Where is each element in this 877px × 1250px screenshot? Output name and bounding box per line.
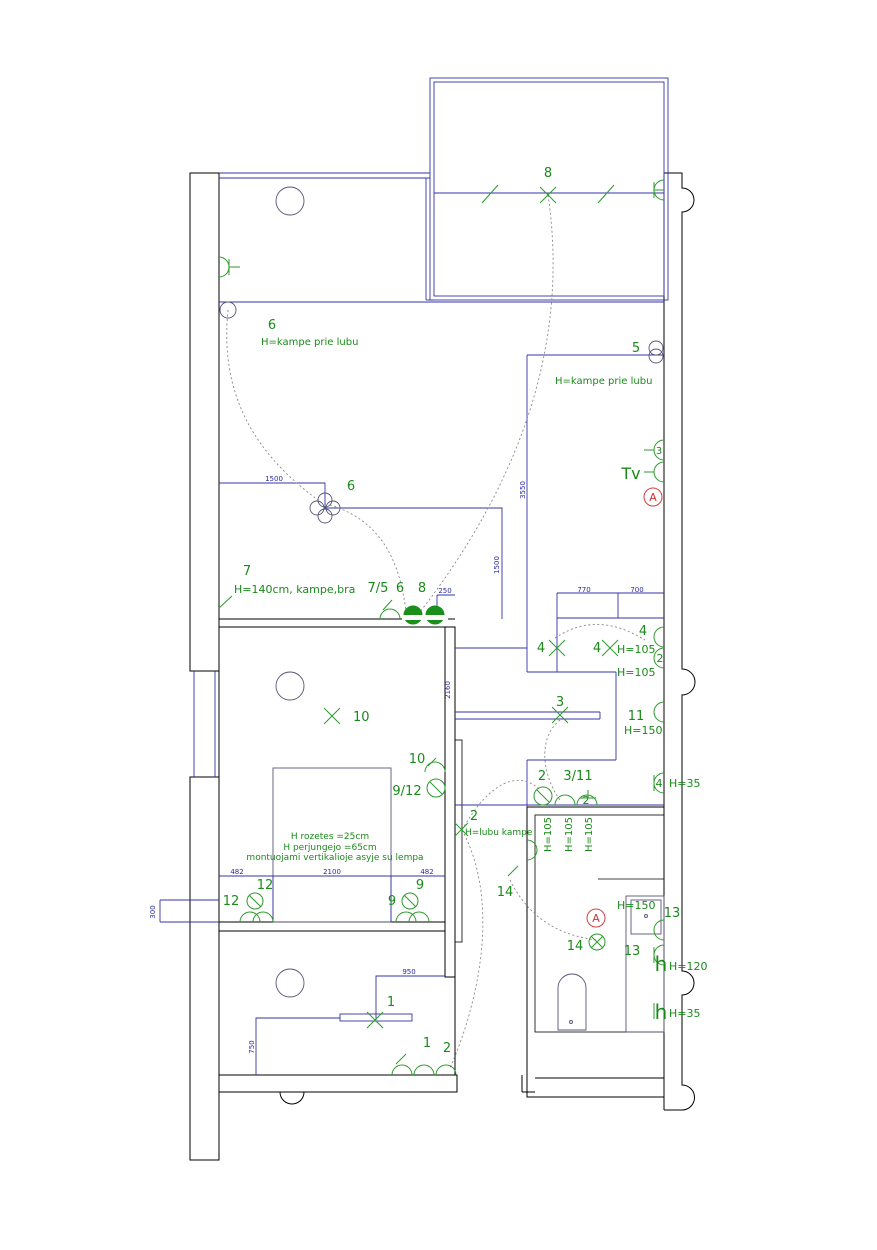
- label-13-b: 13: [624, 944, 641, 959]
- label-4-b: 4: [593, 641, 601, 656]
- label-v105-a: H=105: [543, 817, 554, 852]
- label-h-symbol-1: h: [655, 952, 668, 976]
- label-tv: Tv: [620, 464, 640, 483]
- label-2-e: 2: [443, 1041, 451, 1056]
- label-v105-c: H=105: [584, 817, 595, 852]
- label-4-d: 4: [656, 777, 663, 790]
- label-h150-a: H=150: [624, 724, 662, 737]
- dim-482-a: 482: [230, 868, 243, 876]
- label-7-5: 7/5: [368, 581, 389, 596]
- label-h120: H=120: [669, 960, 707, 973]
- label-5-height: H=kampe prie lubu: [555, 376, 652, 387]
- label-h105-a: H=105: [617, 643, 655, 656]
- labels: 8 6 H=kampe prie lubu 5 H=kampe prie lub…: [223, 166, 708, 1056]
- dim-250: 250: [438, 587, 451, 595]
- wiring: [226, 194, 646, 1069]
- electrical-symbols: [218, 179, 665, 1076]
- label-2-c: 2: [583, 794, 590, 807]
- dim-1500-b: 1500: [493, 556, 501, 574]
- label-14-b: 14: [567, 939, 584, 954]
- dim-2160: 2160: [444, 681, 452, 699]
- note-perjungejo: H perjungejo =65cm: [283, 843, 376, 853]
- label-2-b: 2: [538, 769, 546, 784]
- dimension-labels: 1500 3550 1500 250 770 700 2160 482 2100…: [149, 475, 644, 1054]
- label-3: 3: [556, 695, 564, 710]
- label-1-lamp: 1: [387, 995, 395, 1010]
- label-14-a: 14: [497, 885, 514, 900]
- label-2-a: 2: [657, 652, 664, 665]
- label-8-top: 8: [544, 166, 552, 181]
- marker-a-bathroom: A: [592, 912, 600, 925]
- label-h-lubu-kampe: H=lubu kampe: [465, 828, 533, 838]
- label-6-wall: 6: [268, 318, 276, 333]
- label-6-height: H=kampe prie lubu: [261, 337, 358, 348]
- label-h150-b: H=150: [617, 899, 655, 912]
- label-5: 5: [632, 341, 640, 356]
- label-4-c: 4: [639, 624, 647, 639]
- ceiling-lights: [275, 186, 305, 998]
- walls: [189, 77, 696, 1161]
- label-10-lamp: 10: [353, 710, 370, 725]
- note-montuojami: montuojami vertikalioje asyje su lempa: [246, 853, 423, 863]
- label-h-symbol-2: h: [655, 1000, 668, 1024]
- dim-3550: 3550: [519, 481, 527, 499]
- label-12-a: 12: [257, 878, 274, 893]
- label-h35-a: H=35: [669, 777, 701, 790]
- dim-770: 770: [577, 586, 590, 594]
- label-10-switch: 10: [409, 752, 426, 767]
- dim-1500-a: 1500: [265, 475, 283, 483]
- label-4-a: 4: [537, 641, 545, 656]
- label-12-b: 12: [223, 894, 240, 909]
- label-6-chandelier: 6: [347, 479, 355, 494]
- dimension-lines: [159, 482, 619, 1075]
- label-h35-b: H=35: [669, 1007, 701, 1020]
- label-13-a: 13: [664, 906, 681, 921]
- label-h105-b: H=105: [617, 666, 655, 679]
- label-7-height: H=140cm, kampe,bra: [234, 583, 355, 596]
- dim-700: 700: [630, 586, 643, 594]
- label-1-switch: 1: [423, 1036, 431, 1051]
- label-9-b: 9: [388, 894, 396, 909]
- dim-750: 750: [248, 1040, 256, 1053]
- dim-2100: 2100: [323, 868, 341, 876]
- dim-300: 300: [149, 905, 157, 918]
- markers: A A: [586, 487, 663, 928]
- marker-a-living: A: [649, 491, 657, 504]
- label-7: 7: [243, 564, 251, 579]
- label-9-12: 9/12: [392, 784, 421, 799]
- label-3-11: 3/11: [563, 769, 592, 784]
- note-rozetes: H rozetes =25cm: [291, 832, 369, 842]
- label-8-switch: 8: [418, 581, 426, 596]
- label-11: 11: [628, 709, 645, 724]
- dim-482-b: 482: [420, 868, 433, 876]
- label-6-switch: 6: [396, 581, 404, 596]
- label-3-tv: 3: [656, 446, 662, 457]
- dim-950: 950: [402, 968, 415, 976]
- label-v105-b: H=105: [564, 817, 575, 852]
- label-2-d: 2: [470, 809, 478, 824]
- label-9-a: 9: [416, 878, 424, 893]
